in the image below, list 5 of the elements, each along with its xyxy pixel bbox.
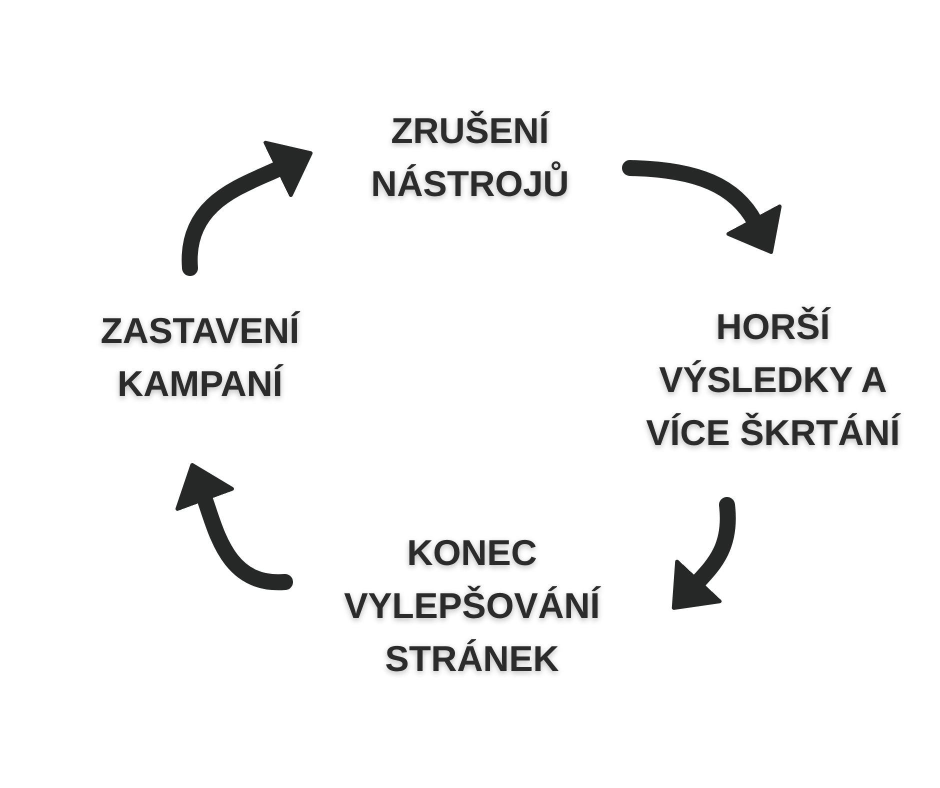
step-label: HORŠÍ VÝSLEDKY A VÍCE ŠKRTÁNÍ bbox=[641, 300, 905, 459]
step-label: ZASTAVENÍ KAMPANÍ bbox=[92, 304, 308, 410]
step-label: KONEC VYLEPŠOVÁNÍ STRÁNEK bbox=[339, 526, 605, 685]
step-label: ZRUŠENÍ NÁSTROJŮ bbox=[364, 104, 576, 210]
curved-arrow bbox=[622, 160, 781, 254]
